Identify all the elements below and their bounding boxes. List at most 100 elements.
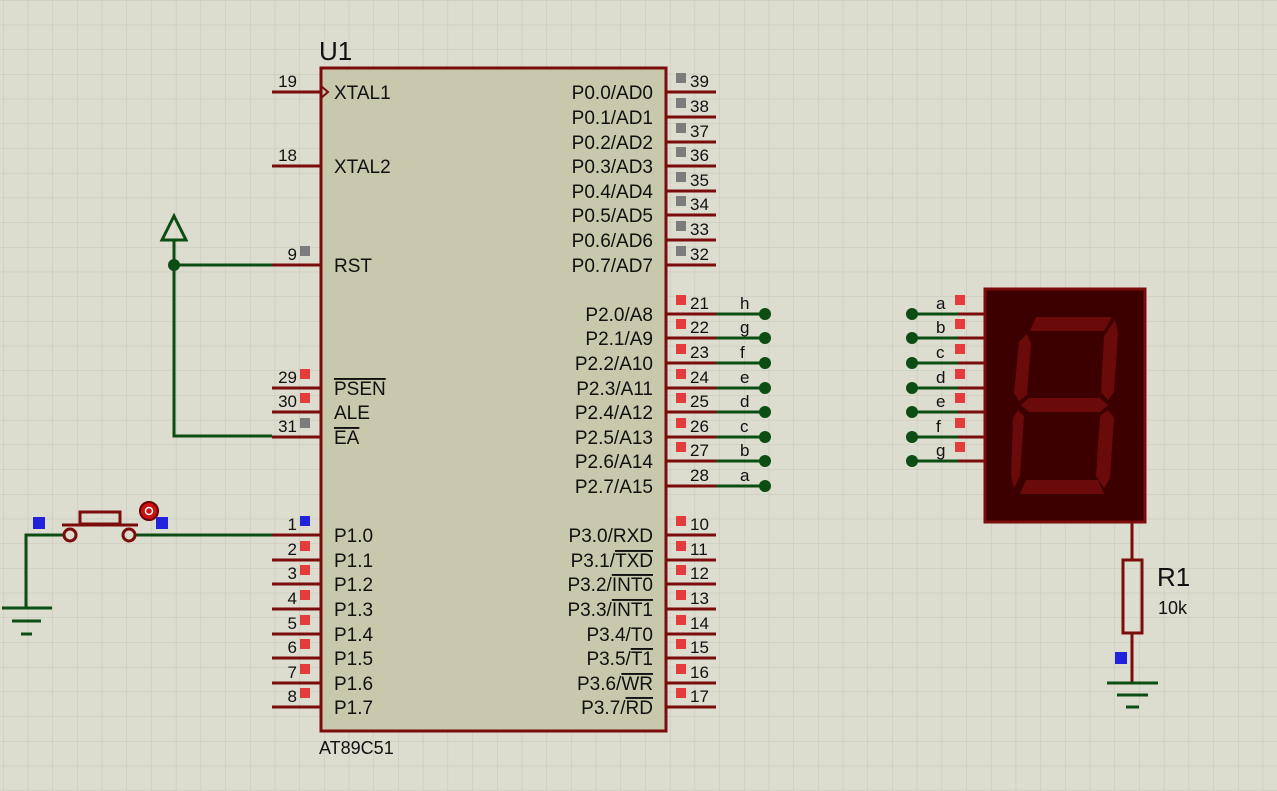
power-terminal-icon (159, 212, 189, 242)
pin-square (676, 516, 686, 526)
display-pin-label: a (936, 294, 946, 313)
mcu-part-label: AT89C51 (319, 738, 394, 758)
power-net[interactable] (159, 212, 272, 438)
net-label: e (740, 368, 749, 387)
pin-square (300, 565, 310, 575)
display-endpoint-dot (906, 455, 918, 467)
resistor-value-label: 10k (1158, 598, 1188, 618)
pin-number: 24 (690, 368, 709, 387)
pin-number: 1 (288, 515, 297, 534)
pin-number: 2 (288, 540, 297, 559)
button-ground-wire (24, 533, 64, 608)
display-segments (1011, 317, 1118, 494)
pin-square (676, 246, 686, 256)
pin-name-p0-5-ad5: P0.5/AD5 (572, 206, 653, 227)
display-pin-label: d (936, 368, 945, 387)
display-pin-label: e (936, 392, 945, 411)
pin-number: 30 (278, 392, 297, 411)
pin-name-p2-7-a15: P2.7/A15 (575, 477, 653, 498)
pin-name-p1-2: P1.2 (334, 575, 373, 596)
pin-name-p1-6: P1.6 (334, 674, 373, 695)
button-probe-icon (139, 501, 159, 521)
pin-square (676, 565, 686, 575)
pin-number: 7 (288, 663, 297, 682)
pin-square (676, 147, 686, 157)
display-endpoint-dot (906, 357, 918, 369)
pin-name-p3-2-int0: P3.2/INT0 (567, 575, 653, 596)
ground-icon (2, 606, 52, 636)
display-endpoint-dot (906, 406, 918, 418)
pin-number: 17 (690, 687, 709, 706)
pin-square (300, 393, 310, 403)
pin-name-p0-0-ad0: P0.0/AD0 (572, 83, 653, 104)
pin-name-p0-7-ad7: P0.7/AD7 (572, 256, 653, 277)
pin-number: 11 (690, 540, 708, 559)
net-endpoint-dot (759, 406, 771, 418)
pin-name-p2-4-a12: P2.4/A12 (575, 403, 653, 424)
pin-square (300, 639, 310, 649)
pin-square (676, 73, 686, 83)
pin-number: 27 (690, 441, 709, 460)
pin-square (955, 344, 965, 354)
pin-square (300, 516, 310, 526)
pin-square (955, 418, 965, 428)
pin-square (955, 319, 965, 329)
pin-name-xtal1: XTAL1 (334, 83, 391, 104)
pin-name-p3-7-rd: P3.7/RD (581, 698, 653, 719)
pin-number: 25 (690, 392, 709, 411)
pin-square (676, 221, 686, 231)
pin-square (676, 442, 686, 452)
pin-name-p3-0-rxd: P3.0/RXD (569, 526, 653, 547)
microcontroller-u1[interactable]: U1 AT89C51 19XTAL118XTAL29RST29PSEN30ALE… (272, 36, 771, 758)
push-button[interactable] (24, 501, 272, 608)
pin-number: 9 (288, 245, 297, 264)
pin-name-p1-1: P1.1 (334, 551, 373, 572)
mcu-pin-3: 3P1.2 (272, 564, 373, 596)
pin-number: 29 (278, 368, 297, 387)
mcu-pin-2: 2P1.1 (272, 540, 373, 572)
pin-number: 35 (690, 171, 709, 190)
pin-number: 39 (690, 72, 709, 91)
pin-square (676, 541, 686, 551)
pin-number: 12 (690, 564, 709, 583)
net-label: a (740, 466, 750, 485)
pin-number: 16 (690, 663, 709, 682)
pin-number: 38 (690, 97, 709, 116)
pin-name-p2-1-a9: P2.1/A9 (585, 329, 653, 350)
display-pin-b: b (906, 318, 985, 344)
pin-square (676, 295, 686, 305)
net-label: g (740, 318, 749, 337)
pin-name-p2-0-a8: P2.0/A8 (585, 305, 653, 326)
net-endpoint-dot (759, 357, 771, 369)
net-endpoint-dot (759, 308, 771, 320)
button-pin-square-right (156, 517, 168, 529)
net-endpoint-dot (759, 455, 771, 467)
pin-number: 34 (690, 195, 709, 214)
resistor-r1[interactable]: R1 10k (1115, 522, 1190, 683)
button-terminal-left (62, 527, 78, 543)
display-pin-e: e (906, 392, 985, 418)
pin-square (676, 590, 686, 600)
pin-number: 21 (690, 294, 709, 313)
pin-square (676, 196, 686, 206)
pin-square (676, 98, 686, 108)
pin-square (676, 319, 686, 329)
junction-dot (168, 259, 180, 271)
display-pin-d: d (906, 368, 985, 394)
display-pin-label: c (936, 343, 945, 362)
mcu-pin-7: 7P1.6 (272, 663, 373, 695)
display-pin-a: a (906, 294, 985, 320)
